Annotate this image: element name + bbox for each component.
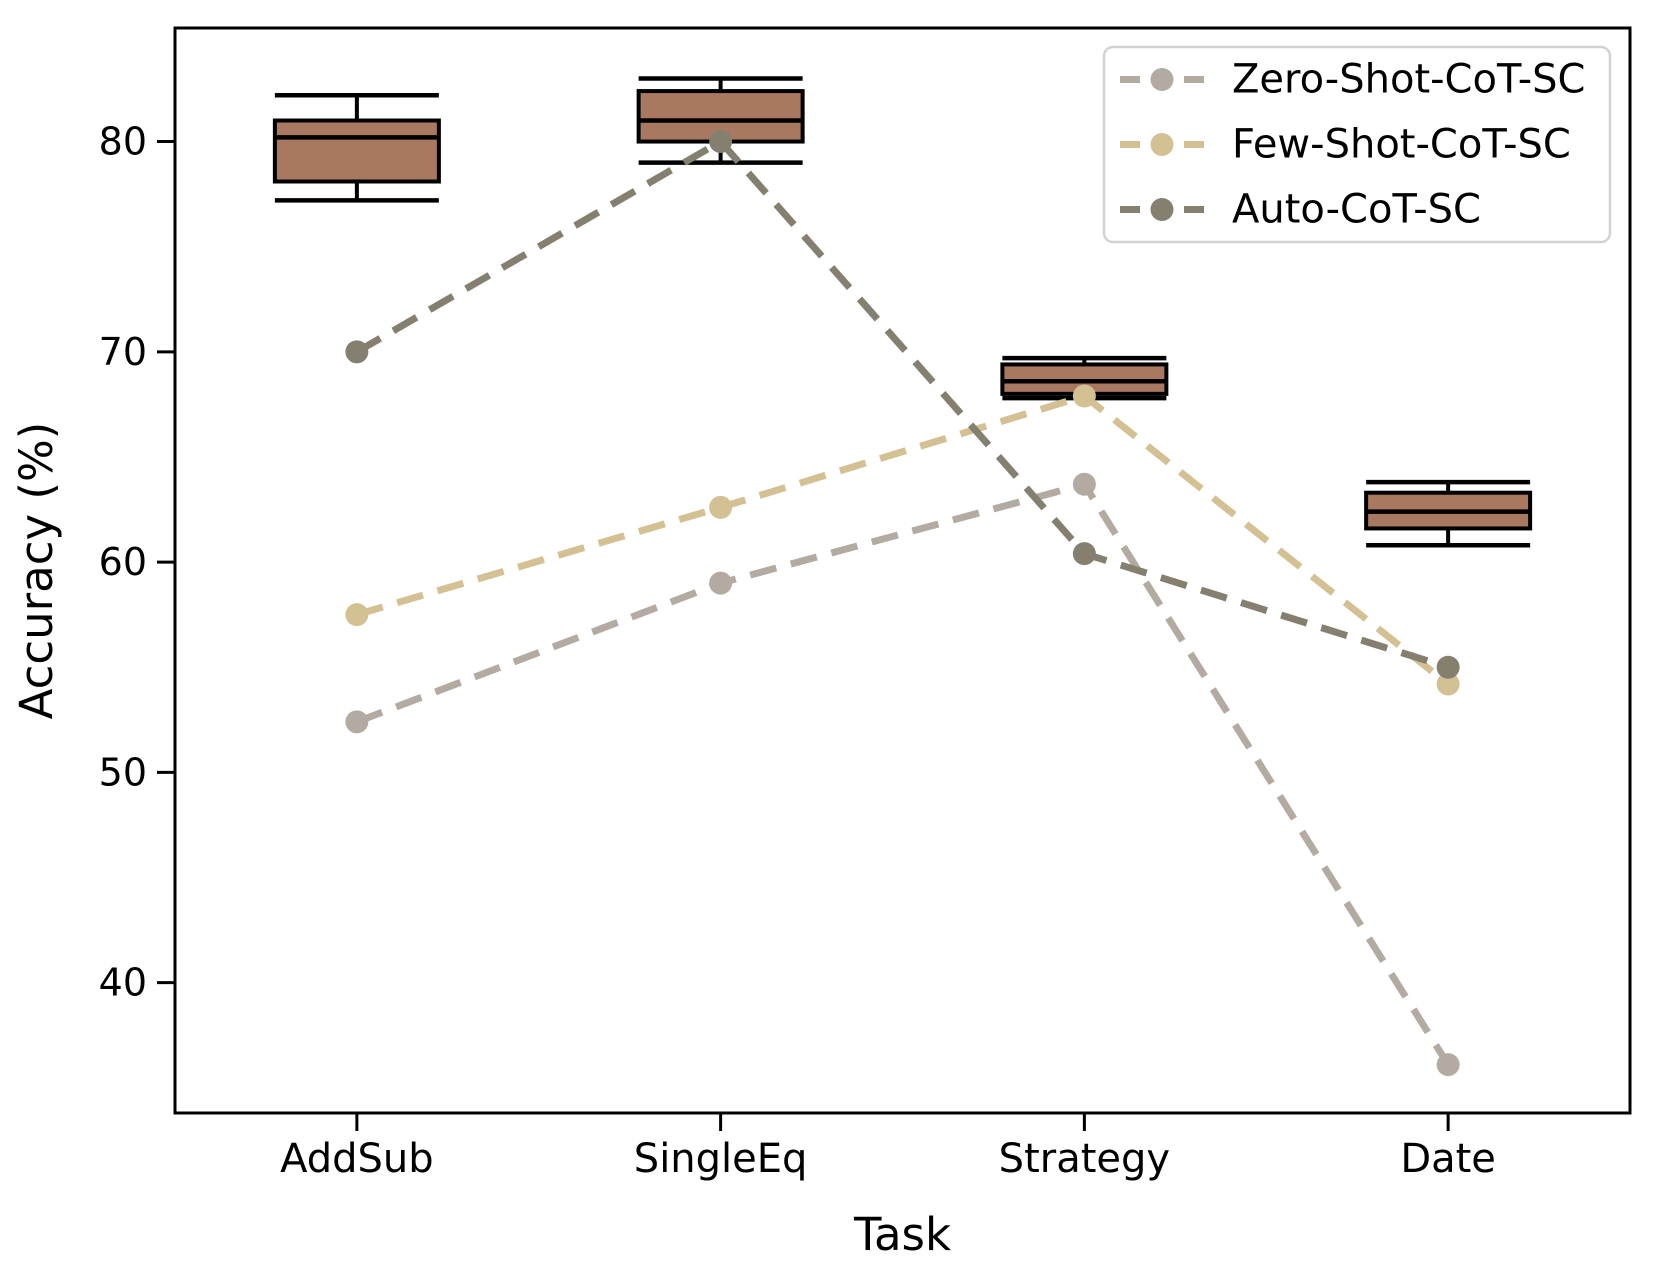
y-axis-tick-label: 40 — [99, 961, 147, 1005]
y-axis-tick-label: 70 — [99, 330, 147, 374]
x-axis-tick-label-addsub: AddSub — [280, 1136, 434, 1182]
series-marker-auto-cot-sc-date — [1436, 655, 1460, 679]
series-marker-auto-cot-sc-addsub — [345, 340, 369, 364]
legend-swatch-marker-few-shot-cot-sc — [1150, 133, 1174, 156]
series-marker-auto-cot-sc-strategy — [1072, 542, 1096, 566]
x-axis-tick-label-strategy: Strategy — [999, 1136, 1170, 1182]
series-marker-auto-cot-sc-singleeq — [709, 130, 733, 154]
legend-swatch-marker-zero-shot-cot-sc — [1150, 68, 1174, 91]
boxplot-date — [1364, 479, 1533, 548]
legend-label-zero-shot-cot-sc: Zero-Shot-CoT-SC — [1232, 57, 1585, 103]
y-axis-title: Accuracy (%) — [10, 422, 63, 720]
legend-label-few-shot-cot-sc: Few-Shot-CoT-SC — [1232, 122, 1571, 168]
series-marker-few-shot-cot-sc-strategy — [1072, 384, 1096, 408]
x-axis-tick-label-date: Date — [1400, 1136, 1496, 1182]
series-marker-zero-shot-cot-sc-singleeq — [709, 571, 733, 595]
y-axis-tick-label: 80 — [99, 120, 147, 164]
x-axis-title: Task — [853, 1208, 951, 1261]
box — [272, 118, 441, 184]
y-axis-tick-label: 60 — [99, 540, 147, 584]
legend-swatch-marker-auto-cot-sc — [1150, 198, 1174, 221]
legend-box — [1102, 45, 1612, 244]
series-marker-few-shot-cot-sc-addsub — [345, 603, 369, 627]
series-marker-zero-shot-cot-sc-addsub — [345, 710, 369, 734]
y-axis-tick-label: 50 — [99, 750, 147, 794]
series-marker-zero-shot-cot-sc-date — [1436, 1053, 1460, 1077]
x-axis-tick-label-singleeq: SingleEq — [634, 1136, 808, 1182]
plot-area-spines — [173, 26, 1632, 1115]
series-marker-few-shot-cot-sc-date — [1436, 672, 1460, 696]
series-line-auto-cot-sc — [355, 137, 1450, 671]
series-line-few-shot-cot-sc — [355, 392, 1451, 687]
boxplot-addsub — [272, 93, 441, 203]
series-line-zero-shot-cot-sc — [355, 480, 1452, 1067]
series-marker-zero-shot-cot-sc-strategy — [1072, 472, 1096, 496]
legend-label-auto-cot-sc: Auto-CoT-SC — [1232, 187, 1481, 233]
series-marker-few-shot-cot-sc-singleeq — [709, 495, 733, 519]
